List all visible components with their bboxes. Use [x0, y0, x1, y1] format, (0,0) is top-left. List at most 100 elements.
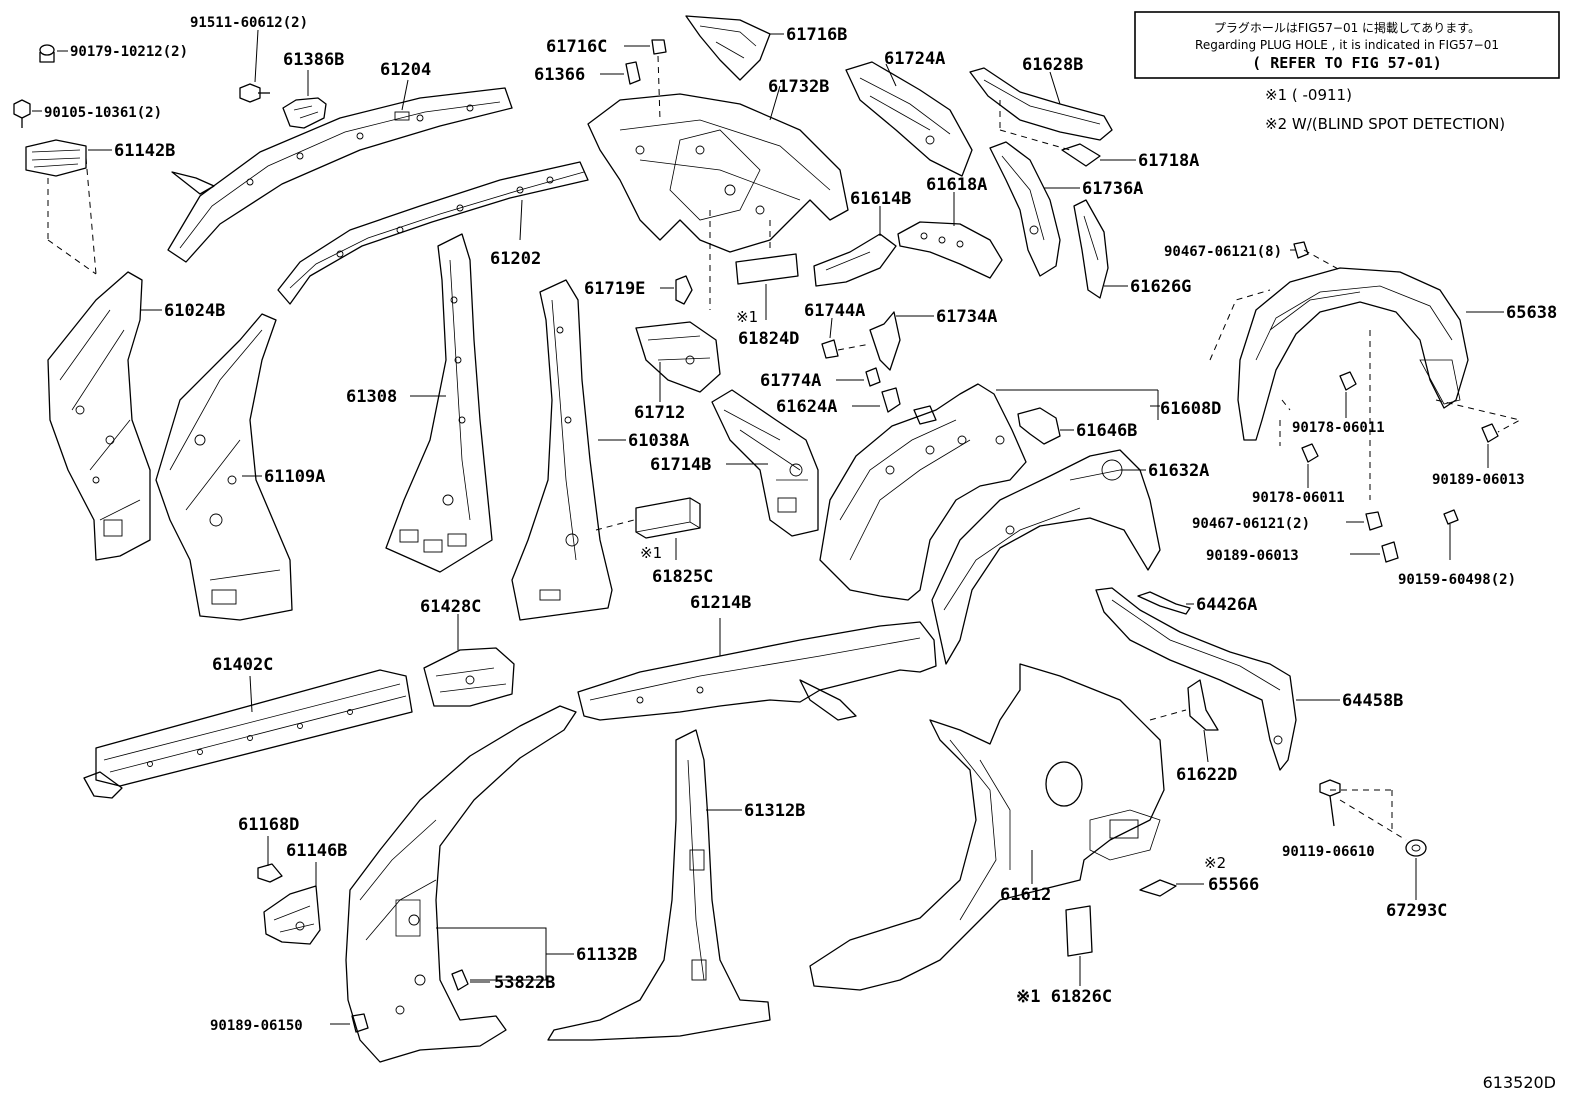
part-61214B: [577, 618, 937, 721]
label-90467b: 90467-06121(2): [1192, 516, 1310, 532]
part-61718A: [1061, 143, 1136, 167]
label-90189c: 90189-06150: [210, 1018, 303, 1034]
label-61608D: 61608D: [1160, 399, 1221, 419]
label-61038A: 61038A: [628, 431, 689, 451]
part-61109A: [155, 313, 293, 621]
part-61825C: [635, 497, 701, 560]
nut-67293C: [1339, 799, 1427, 900]
part-61646B: [1017, 407, 1074, 445]
clip-90179: [39, 44, 68, 63]
label-61736A: 61736A: [1082, 179, 1143, 199]
label-61825C-mark: ※1: [640, 544, 662, 562]
label-61612: 61612: [1000, 885, 1051, 905]
part-61146B: [263, 862, 321, 945]
label-61428C: 61428C: [420, 597, 481, 617]
part-64426A: [1137, 591, 1194, 615]
label-61312B: 61312B: [744, 801, 805, 821]
part-61734A: [869, 311, 934, 371]
part-61204: [167, 79, 513, 263]
part-61024B: [47, 271, 162, 561]
part-64458B: [1095, 587, 1340, 771]
bolt-90105: [13, 99, 42, 128]
part-61826C: [1065, 905, 1093, 986]
label-64458B: 64458B: [1342, 691, 1403, 711]
label-61142B: 61142B: [114, 141, 175, 161]
label-61712: 61712: [634, 403, 685, 423]
clip-61716C: [624, 39, 667, 121]
clip-90467b: [1346, 511, 1383, 531]
screw-90159: [1443, 509, 1459, 560]
label-90179: 90179-10212(2): [70, 44, 188, 60]
label-65566: 65566: [1208, 875, 1259, 895]
bolt-91511: [239, 29, 270, 103]
label-67293C: 67293C: [1386, 901, 1447, 921]
label-61624A: 61624A: [776, 397, 837, 417]
label-90159: 90159-60498(2): [1398, 572, 1516, 588]
part-61712: [635, 321, 721, 402]
part-61626G: [1073, 199, 1128, 299]
notice-line-jp: プラグホールはFIG57−01 に掲載してあります。: [1214, 20, 1480, 35]
part-61624A: [852, 387, 901, 413]
label-61718A: 61718A: [1138, 151, 1199, 171]
notice-box: プラグホールはFIG57−01 に掲載してあります。 Regarding PLU…: [1134, 11, 1560, 79]
label-61622D: 61622D: [1176, 765, 1237, 785]
label-90467a: 90467-06121(8): [1164, 244, 1282, 260]
label-61214B: 61214B: [690, 593, 751, 613]
part-65566: [1139, 879, 1204, 897]
label-61734A: 61734A: [936, 307, 997, 327]
part-61142B: [25, 139, 112, 275]
notice-line-en: Regarding PLUG HOLE , it is indicated in…: [1195, 38, 1499, 52]
part-61732B: [587, 85, 849, 310]
part-53822B: [451, 969, 490, 991]
label-61024B: 61024B: [164, 301, 225, 321]
part-65638: [1209, 267, 1504, 500]
label-53822B: 53822B: [494, 973, 555, 993]
label-61719E: 61719E: [584, 279, 645, 299]
label-90105: 90105-10361(2): [44, 105, 162, 121]
label-61716C: 61716C: [546, 37, 607, 57]
part-61724A: [845, 61, 973, 177]
part-61618A: [897, 192, 1003, 279]
label-61714B: 61714B: [650, 455, 711, 475]
label-61308: 61308: [346, 387, 397, 407]
part-61824D: [735, 253, 799, 320]
part-61386B: [282, 70, 327, 129]
label-61202: 61202: [490, 249, 541, 269]
clip-90189a: [1435, 399, 1522, 468]
label-61204: 61204: [380, 60, 431, 80]
part-61622D: [1149, 679, 1219, 763]
part-61714B: [711, 389, 819, 537]
part-61628B: [969, 67, 1113, 151]
part-61719E: [660, 275, 693, 305]
part-61168D: [257, 836, 283, 883]
clip-61366: [600, 61, 641, 85]
label-61146B: 61146B: [286, 841, 347, 861]
label-90189a: 90189-06013: [1432, 472, 1525, 488]
label-91511: 91511-60612(2): [190, 15, 308, 31]
bolt-90119: [1319, 779, 1393, 830]
label-61628B: 61628B: [1022, 55, 1083, 75]
label-61132B: 61132B: [576, 945, 637, 965]
footnote-1: ※1 ( -0911): [1265, 86, 1352, 104]
label-61402C: 61402C: [212, 655, 273, 675]
label-61716B: 61716B: [786, 25, 847, 45]
figure-id: 613520D: [1483, 1073, 1556, 1092]
clip-90178a: [1339, 371, 1357, 418]
label-61774A: 61774A: [760, 371, 821, 391]
part-61428C: [423, 614, 515, 707]
part-61038A: [511, 279, 635, 621]
label-61614B: 61614B: [850, 189, 911, 209]
label-61824D: 61824D: [738, 329, 799, 349]
label-90178a: 90178-06011: [1292, 420, 1385, 436]
part-61632A: [931, 449, 1161, 665]
part-61612: [809, 663, 1165, 991]
label-90189b: 90189-06013: [1206, 548, 1299, 564]
label-61732B: 61732B: [768, 77, 829, 97]
part-61614B: [813, 206, 897, 287]
clip-90189c: [330, 1013, 369, 1033]
part-61132B: [345, 705, 577, 1063]
part-61716B: [685, 15, 784, 81]
notice-refer: ( REFER TO FIG 57-01): [1252, 54, 1442, 72]
label-61618A: 61618A: [926, 175, 987, 195]
